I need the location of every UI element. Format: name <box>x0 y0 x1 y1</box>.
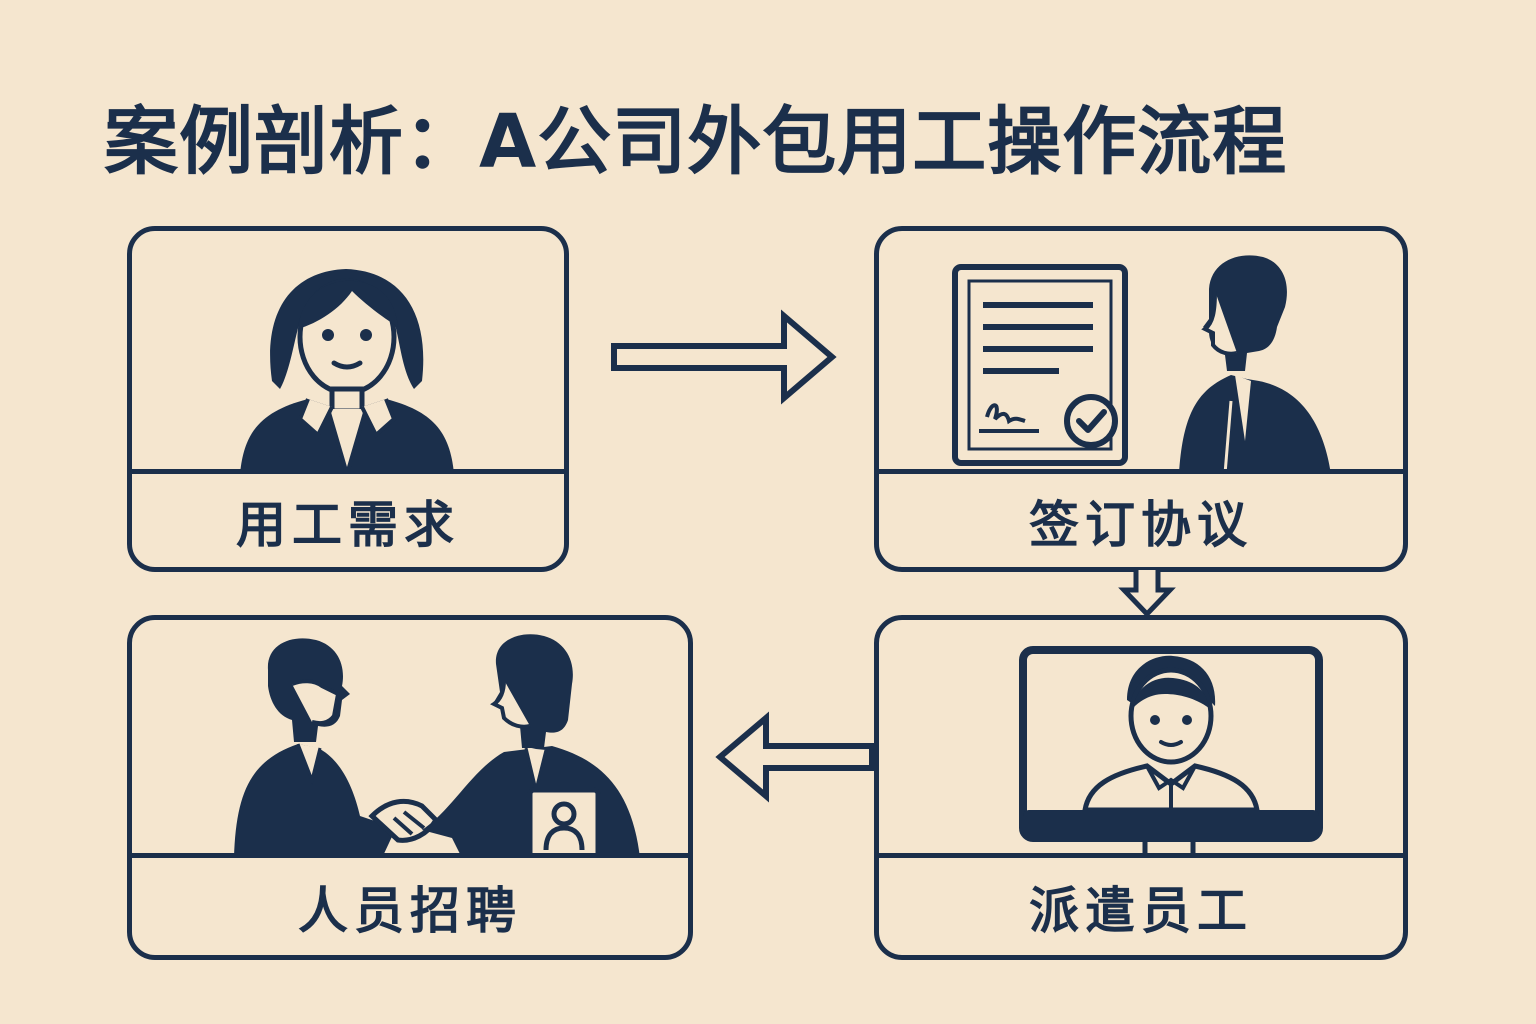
arrow-right-icon <box>611 309 837 405</box>
resume-clipboard-icon <box>527 787 601 861</box>
step-label-bar: 人员招聘 <box>132 853 688 955</box>
handshake-recruitment-icon <box>132 620 688 861</box>
check-circle-icon <box>1064 394 1118 448</box>
employee-monitor-icon <box>879 620 1403 858</box>
step-label: 签订协议 <box>1029 495 1253 554</box>
businessman-icon <box>1179 255 1331 475</box>
step-card-sign: 签订协议 <box>874 226 1408 572</box>
arrow-down-icon <box>1118 570 1176 618</box>
step-label-bar: 用工需求 <box>132 469 564 567</box>
employee-avatar-icon <box>1082 655 1260 813</box>
step-label: 派遣员工 <box>1029 881 1253 940</box>
step-card-dispatch: 派遣员工 <box>874 615 1408 960</box>
arrow-left-icon <box>715 711 875 803</box>
step-label-bar: 派遣员工 <box>879 853 1403 955</box>
step-label: 人员招聘 <box>298 881 522 940</box>
step-label: 用工需求 <box>236 495 460 554</box>
step-label-bar: 签订协议 <box>879 469 1403 567</box>
person-left-icon <box>234 638 396 858</box>
step-card-recruit: 人员招聘 <box>127 615 693 960</box>
step-card-demand: 用工需求 <box>127 226 569 572</box>
contract-signing-icon <box>879 231 1403 475</box>
page-title: 案例剖析：A公司外包用工操作流程 <box>104 99 1288 185</box>
woman-employer-icon <box>132 231 564 482</box>
